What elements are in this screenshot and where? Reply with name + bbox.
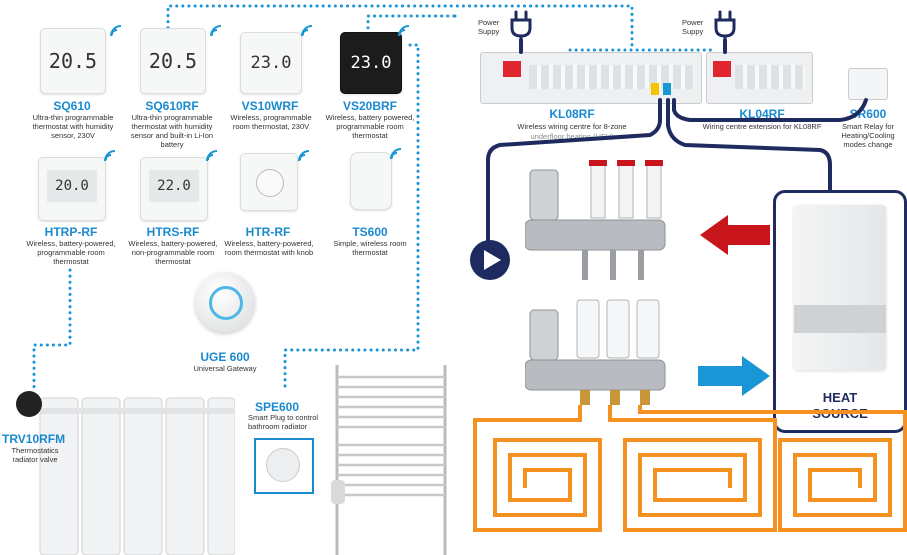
wifi-icon (210, 25, 222, 37)
thermostat-display: 20.0 (47, 170, 97, 202)
kl08rf-desc-2: underfloor heating (UFH) (530, 132, 614, 141)
sq610-desc: Ultra-thin programmable thermostat with … (32, 113, 114, 140)
thermostat-display: 20.5 (148, 49, 198, 73)
vs10wrf-desc: Wireless, programmable room thermostat, … (230, 113, 312, 131)
htrs-rf-thermostat: 22.0 (140, 157, 208, 221)
htrp-rf-name: HTRP-RF (44, 225, 98, 239)
sr600-smart-relay (848, 68, 888, 100)
trv10rfm-valve-head (16, 391, 42, 417)
sq610-thermostat: 20.5 (40, 28, 106, 94)
thermostat-knob (256, 169, 284, 197)
trv10rfm-desc: Thermostatics radiator valve (11, 446, 59, 464)
ufh-manifold (525, 160, 666, 405)
power-plug-icon (510, 10, 532, 50)
radiator (39, 397, 235, 555)
htr-rf-name: HTR-RF (245, 225, 291, 239)
uge600-gateway (195, 272, 255, 332)
flow-arrow-blue (698, 356, 770, 396)
boiler-unit (794, 205, 886, 370)
ts600-thermostat (350, 152, 392, 210)
heat-source-box: HEAT SOURCE (773, 190, 907, 433)
vs20brf-name: VS20BRF (342, 99, 398, 113)
uge600-desc: Universal Gateway (193, 364, 257, 373)
spe600-desc: Smart Plug to control bathroom radiator (248, 413, 319, 431)
vs20brf-thermostat: 23.0 (340, 32, 402, 94)
flow-arrow-red (700, 215, 770, 255)
htrp-rf-desc: Wireless, battery-powered, programmable … (26, 239, 116, 266)
trv10rfm-name: TRV10RFM (2, 432, 66, 446)
thermostat-display: 23.0 (350, 53, 392, 73)
wifi-icon (104, 150, 116, 162)
gateway-ring (209, 286, 243, 320)
vs10wrf-thermostat: 23.0 (240, 32, 302, 94)
htrs-rf-desc: Wireless, battery-powered, non-programma… (128, 239, 218, 266)
wifi-icon (390, 148, 402, 160)
terminal-block (503, 61, 521, 77)
htr-rf-thermostat (240, 153, 298, 211)
power-plug-icon (714, 10, 736, 50)
thermostat-display: 20.5 (48, 49, 98, 73)
power-supply-label-1: Power Suppy (478, 18, 500, 36)
towel-radiator (331, 365, 447, 555)
play-triangle-icon (484, 250, 501, 270)
sq610rf-thermostat: 20.5 (140, 28, 206, 94)
power-supply-label-2: Power Suppy (682, 18, 704, 36)
ts600-name: TS600 (352, 225, 388, 239)
kl04rf-name: KL04RF (739, 107, 785, 121)
terminal-block (713, 61, 731, 77)
connector-blue (663, 83, 671, 95)
heat-source-label-1: HEAT (822, 390, 858, 405)
kl08rf-desc: Wireless wiring centre for 8-zone (517, 122, 627, 131)
uge600-name: UGE 600 (200, 350, 250, 364)
kl04rf-desc: Wiring centre extension for KL08RF (702, 122, 822, 131)
sr600-desc: Smart Relay for Heating/Cooling modes ch… (841, 122, 895, 149)
terminal-strip (735, 65, 805, 89)
wifi-icon (398, 25, 410, 37)
vs20brf-desc: Wireless, battery powered, programmable … (325, 113, 415, 140)
thermostat-display: 22.0 (149, 170, 199, 202)
kl08rf-wiring-centre (480, 52, 702, 104)
wifi-icon (206, 150, 218, 162)
sq610rf-name: SQ610RF (145, 99, 199, 113)
pump-icon (470, 240, 510, 280)
boiler-control-panel (794, 305, 886, 333)
htr-rf-desc: Wireless, battery-powered, room thermost… (224, 239, 314, 257)
kl08rf-name: KL08RF (549, 107, 595, 121)
htrp-rf-thermostat: 20.0 (38, 157, 106, 221)
wifi-icon (298, 150, 310, 162)
wifi-icon (110, 25, 122, 37)
sq610rf-desc: Ultra-thin programmable thermostat with … (130, 113, 214, 149)
spe600-smart-plug (254, 438, 314, 494)
thermostat-display: 23.0 (250, 53, 292, 73)
plug-socket (266, 448, 300, 482)
sq610-name: SQ610 (53, 99, 91, 113)
kl04rf-wiring-centre (706, 52, 813, 104)
spe600-name: SPE600 (255, 400, 300, 414)
htrs-rf-name: HTRS-RF (146, 225, 200, 239)
connector-yellow (651, 83, 659, 95)
vs10wrf-name: VS10WRF (241, 99, 299, 113)
ts600-desc: Simple, wireless room thermostat (333, 239, 407, 257)
wifi-icon (301, 25, 313, 37)
